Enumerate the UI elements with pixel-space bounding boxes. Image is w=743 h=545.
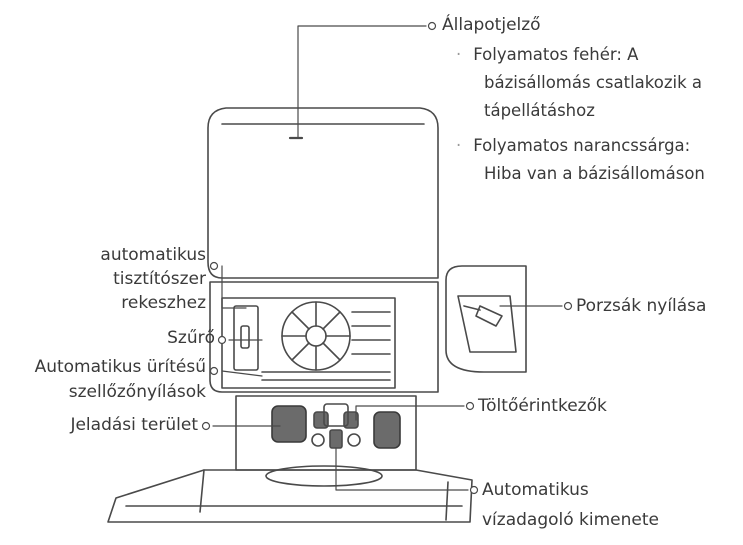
water-tank-outline <box>207 107 439 279</box>
label-charging-contacts: Töltőérintkezők <box>478 396 607 416</box>
center-block <box>323 403 349 427</box>
status-bullet-1-line-2: bázisállomás csatlakozik a <box>484 73 702 92</box>
leader-lines <box>201 21 573 495</box>
bullet-dot: · <box>456 45 462 64</box>
label-detergent-line-2: tisztítószer <box>113 269 206 289</box>
signal-area-pad-right <box>373 411 401 449</box>
middle-housing <box>209 281 439 393</box>
status-bullet-1-line-1: Folyamatos fehér: A <box>473 45 639 64</box>
status-bullet-2: · Folyamatos narancssárga: <box>456 134 690 158</box>
detergent-slot <box>240 325 250 349</box>
status-bullet-2-line-2: Hiba van a bázisállomáson <box>484 164 705 183</box>
signal-area-pad <box>271 405 307 443</box>
status-bullet-1: · Folyamatos fehér: A <box>456 43 638 67</box>
tray-ellipse <box>265 465 383 487</box>
label-water-outlet-line-1: Automatikus <box>482 480 589 500</box>
dustbag-inset <box>445 265 527 373</box>
label-detergent-line-1: automatikus <box>100 245 206 265</box>
label-vents-line-2: szellőzőnyílások <box>68 382 206 402</box>
label-vents-line-1: Automatikus ürítésű <box>34 357 206 377</box>
status-bullet-2-line-1: Folyamatos narancssárga: <box>473 136 691 155</box>
label-water-outlet-line-2: vízadagoló kimenete <box>482 510 659 530</box>
exhaust-vents <box>261 311 391 381</box>
status-bullet-1-line-3: tápellátáshoz <box>484 101 595 120</box>
bullet-dot: · <box>456 136 462 155</box>
label-dust-bag-opening: Porzsák nyílása <box>576 296 707 316</box>
filter-frame <box>221 297 396 389</box>
label-detergent-line-3: rekeszhez <box>121 293 206 313</box>
status-indicator-title: Állapotjelző <box>442 15 541 35</box>
detergent-compartment <box>233 305 259 371</box>
label-filter: Szűrő <box>167 328 215 348</box>
label-signal-area: Jeladási terület <box>70 415 198 435</box>
docking-ramp <box>107 469 473 523</box>
